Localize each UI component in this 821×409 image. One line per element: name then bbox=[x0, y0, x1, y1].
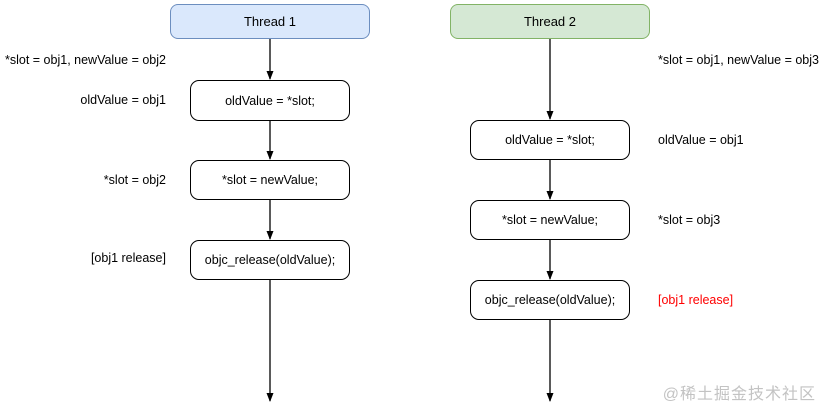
t2-release-label-highlighted: [obj1 release] bbox=[658, 293, 734, 307]
t1-oldvalue-label: oldValue = obj1 bbox=[80, 93, 166, 107]
thread1-box-write-slot: *slot = newValue; bbox=[190, 160, 350, 200]
thread2-header: Thread 2 bbox=[450, 4, 650, 39]
thread1-box-read-slot: oldValue = *slot; bbox=[190, 80, 350, 121]
thread2-box-write-slot: *slot = newValue; bbox=[470, 200, 630, 240]
thread1-box-release: objc_release(oldValue); bbox=[190, 240, 350, 280]
thread2-box-release: objc_release(oldValue); bbox=[470, 280, 630, 320]
t2-initial-state-label: *slot = obj1, newValue = obj3 bbox=[658, 53, 819, 67]
t1-initial-state-label: *slot = obj1, newValue = obj2 bbox=[5, 53, 166, 67]
thread2-box-read-slot: oldValue = *slot; bbox=[470, 120, 630, 160]
t1-release-label: [obj1 release] bbox=[90, 251, 166, 265]
t2-slot-label: *slot = obj3 bbox=[658, 213, 721, 227]
watermark: @稀土掘金技术社区 bbox=[662, 386, 816, 403]
t1-slot-label: *slot = obj2 bbox=[103, 173, 166, 187]
t2-oldvalue-label: oldValue = obj1 bbox=[658, 133, 744, 147]
thread1-header: Thread 1 bbox=[170, 4, 370, 39]
